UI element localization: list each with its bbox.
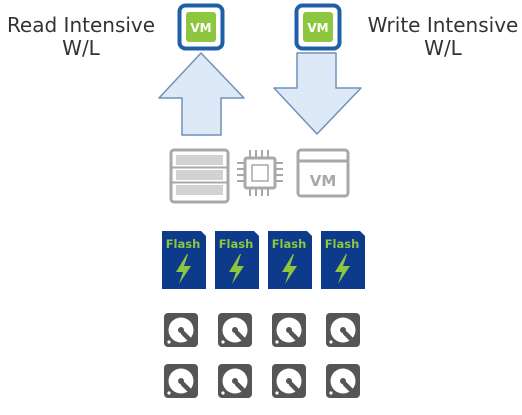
hard-disk-icon [272, 364, 306, 398]
vm-badge-right-text: VM [307, 21, 328, 35]
hard-disk-icon [164, 313, 198, 347]
read-intensive-line1: Read Intensive [6, 13, 156, 37]
vm-badge-left-text: VM [190, 21, 211, 35]
flash-card-label: Flash [272, 237, 307, 251]
lightning-bolt-icon [229, 254, 244, 284]
storage-stack-icon [169, 148, 230, 204]
write-down-arrow [273, 52, 362, 135]
lightning-bolt-icon [176, 254, 191, 284]
flash-card-label: Flash [325, 237, 360, 251]
lightning-bolt-icon [335, 254, 350, 284]
flash-card-label: Flash [166, 237, 201, 251]
read-up-arrow [158, 52, 245, 136]
hard-disk-icon [272, 313, 306, 347]
flash-card-label: Flash [219, 237, 254, 251]
hard-disk-icon [164, 364, 198, 398]
hard-disk-icon [326, 364, 360, 398]
write-intensive-line1: Write Intensive [367, 13, 519, 37]
hard-disk-icon [218, 313, 252, 347]
vm-badge-right: VM [294, 3, 342, 51]
vm-window-text: VM [310, 172, 337, 190]
read-intensive-line2: W/L [62, 36, 100, 60]
write-intensive-label: Write Intensive W/L [358, 14, 522, 60]
hard-disk-icon [326, 313, 360, 347]
flash-card: Flash [215, 231, 259, 289]
vm-badge-left: VM [177, 3, 225, 51]
lightning-bolt-icon [282, 254, 297, 284]
flash-card: Flash [162, 231, 206, 289]
flash-card: Flash [268, 231, 312, 289]
write-intensive-line2: W/L [424, 36, 462, 60]
hard-disk-icon [218, 364, 252, 398]
read-intensive-label: Read Intensive W/L [0, 14, 166, 60]
vm-window-icon: VM [296, 148, 350, 198]
flash-card: Flash [321, 231, 365, 289]
cpu-chip-icon [237, 150, 283, 196]
